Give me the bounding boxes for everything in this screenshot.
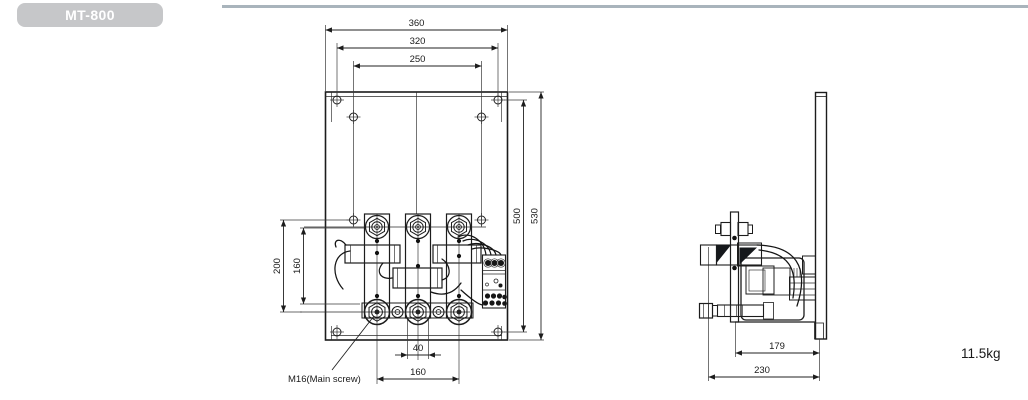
main-screw-label: M16(Main screw) (288, 374, 361, 385)
plate-foot (814, 322, 824, 340)
upper-terminal-side (699, 242, 763, 267)
dim-mount-hole-spacing-inner: 250 (353, 54, 482, 226)
dim-mount-hole-spacing-vertical-label: 500 (512, 208, 523, 224)
dim-overall-height-label: 530 (530, 208, 541, 224)
model-badge-label: MT-800 (65, 7, 115, 23)
ct-blocks (344, 244, 482, 289)
dim-side-hole-spacing-vertical-label: 200 (272, 258, 283, 274)
front-mounting-plate (324, 91, 509, 341)
dim-mount-hole-spacing-vertical: 500 (504, 99, 527, 333)
model-badge: MT-800 (17, 3, 163, 27)
weight-label: 11.5kg (961, 346, 1001, 361)
control-terminal-block (481, 254, 507, 309)
dim-terminal-spacing-vertical: 160 (292, 227, 364, 305)
dim-overall-width: 360 (325, 18, 508, 91)
dim-busbar-width-label: 40 (413, 343, 424, 354)
dim-overall-depth: 230 (708, 365, 820, 380)
header-divider-line (222, 5, 1028, 8)
dim-mount-hole-spacing-outer-label: 320 (410, 36, 426, 47)
dim-overall-height: 530 (509, 91, 544, 341)
side-mounting-plate (814, 91, 828, 340)
contactor-side (698, 211, 816, 323)
front-view: 360 320 250 500 530 (272, 18, 544, 385)
dim-body-depth: 179 (735, 341, 820, 356)
dim-terminal-spacing-horizontal: 160 (377, 367, 459, 382)
dim-mount-hole-spacing-inner-label: 250 (410, 54, 426, 65)
dim-overall-width-label: 360 (409, 18, 425, 29)
contactor-front (300, 213, 507, 384)
rivet-dots (374, 238, 462, 299)
main-screw-callout: M16(Main screw) (288, 315, 375, 385)
dim-terminal-spacing-horizontal-label: 160 (410, 367, 426, 378)
control-wires (334, 234, 502, 306)
side-view: 179 230 (698, 91, 828, 381)
upper-bolt-side (715, 221, 753, 271)
dim-body-depth-label: 179 (769, 341, 785, 352)
lower-main-screw-side (698, 302, 774, 320)
dim-side-hole-spacing-vertical: 200 (272, 219, 349, 313)
dim-mount-hole-spacing-outer: 320 (336, 36, 499, 95)
dim-overall-depth-label: 230 (754, 365, 770, 376)
dim-terminal-spacing-vertical-label: 160 (292, 258, 303, 274)
busbar-side (729, 211, 740, 323)
dim-busbar-width: 40 (395, 320, 441, 359)
